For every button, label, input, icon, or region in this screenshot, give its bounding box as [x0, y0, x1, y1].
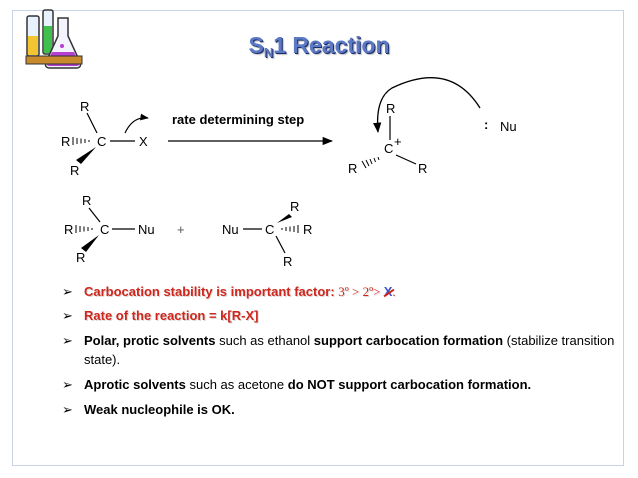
atom-c: C: [384, 141, 393, 156]
reaction-scheme: R R R C X rate determining step R C +: [61, 77, 517, 269]
atom-c: C: [100, 222, 109, 237]
curved-arrow: [373, 77, 481, 134]
bullet-arrow-icon: ➢: [62, 308, 73, 323]
bullet-arrow-icon: ➢: [62, 284, 73, 299]
atom-x: X: [139, 134, 148, 149]
reaction-arrow: rate determining step: [168, 112, 334, 146]
wedge-bond: [76, 147, 96, 164]
atom-nu: Nu: [222, 222, 239, 237]
bullet-arrow-icon: ➢: [62, 402, 73, 417]
bullet-arrow-icon: ➢: [62, 333, 73, 348]
bullet-item: ➢ Weak nucleophile is OK.: [62, 402, 235, 417]
atom-nu: Nu: [500, 119, 517, 134]
reactant-molecule: R R R C X: [61, 99, 149, 178]
atom-nu: Nu: [138, 222, 155, 237]
plus-sign: +: [177, 222, 185, 237]
bullet-item: ➢ Carbocation stability is important fac…: [62, 284, 396, 299]
atom-r: R: [76, 250, 85, 265]
hashed-bond: [75, 225, 93, 233]
atom-r: R: [82, 193, 91, 208]
atom-r: R: [303, 222, 312, 237]
hashed-bond: [361, 156, 380, 169]
product-2: Nu C R R R: [222, 199, 312, 269]
crossed-x: X: [383, 284, 395, 299]
bond: [86, 112, 98, 134]
slide-border: [12, 10, 624, 466]
atom-r: R: [70, 163, 79, 178]
lone-pair: :: [484, 117, 488, 132]
hashed-bond: [72, 137, 90, 145]
bullet-item: ➢ Polar, protic solvents such as ethanol…: [62, 333, 615, 367]
atom-r: R: [290, 199, 299, 214]
atom-c: C: [265, 222, 274, 237]
atom-r: R: [386, 101, 395, 116]
atom-r: R: [61, 134, 70, 149]
wedge-bond: [81, 235, 99, 252]
bullet-list: ➢ Carbocation stability is important fac…: [62, 282, 617, 419]
atom-c: C: [97, 134, 106, 149]
atom-r: R: [64, 222, 73, 237]
wedge-bond: [277, 214, 292, 223]
nucleophile: : Nu: [484, 117, 517, 134]
atom-r: R: [348, 161, 357, 176]
positive-charge: +: [394, 134, 402, 149]
bullet-item: ➢ Aprotic solvents such as acetone do NO…: [62, 377, 532, 392]
atom-r: R: [418, 161, 427, 176]
atom-r: R: [283, 254, 292, 269]
chemistry-flasks-icon: [25, 9, 83, 69]
curved-arrow: [124, 113, 149, 134]
bullet-item: ➢ Rate of the reaction = k[R-X]: [62, 308, 259, 323]
arrow-label: rate determining step: [172, 112, 304, 127]
hashed-bond: [281, 225, 299, 233]
bullet-arrow-icon: ➢: [62, 377, 73, 392]
slide-title: SN1 Reaction: [248, 32, 390, 60]
atom-r: R: [80, 99, 89, 114]
carbocation: R C + R R: [348, 77, 481, 176]
product-1: R R R C Nu: [64, 193, 155, 265]
